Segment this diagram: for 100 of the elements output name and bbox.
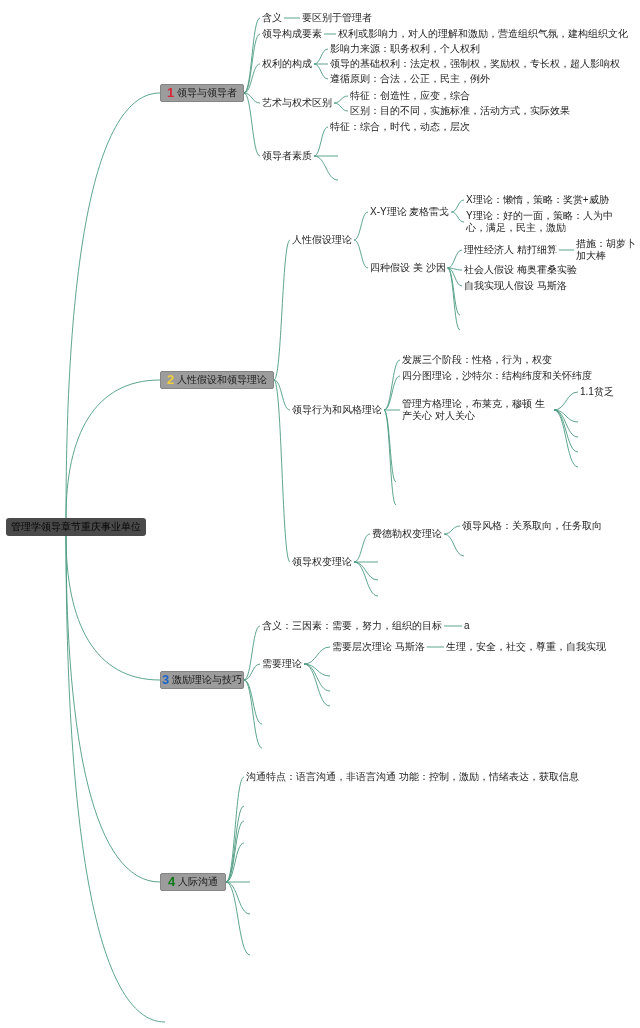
subtopic-label: 权利的构成: [260, 58, 314, 70]
subtopic-label: 理性经济人 精打细算: [462, 244, 559, 256]
branch-line: [353, 533, 371, 563]
detail-text: X理论：懒惰，策略：奖赏+威胁: [464, 194, 611, 206]
branch-line: [426, 646, 445, 648]
topic-number: 1: [166, 86, 175, 100]
branch-line: [353, 239, 369, 269]
branch-line: [225, 776, 245, 883]
detail-text: a: [462, 620, 472, 632]
empty-branch-line: [383, 409, 397, 506]
branch-line: [447, 267, 463, 271]
detail-text: 1.1贫乏: [578, 386, 616, 398]
branch-line: [243, 92, 261, 104]
detail-text: 权利或影响力，对人的理解和激励，营造组织气氛，建构组织文化: [336, 28, 630, 40]
branch-line: [323, 33, 337, 35]
branch-line: [383, 409, 401, 411]
detail-text: 自我实现人假设 马斯洛: [462, 280, 569, 292]
empty-branch-line: [65, 535, 166, 1023]
detail-text: 领导的基础权利：法定权，强制权，奖励权，专长权，超人影响权: [328, 58, 622, 70]
subtopic-label: 领导者素质: [260, 150, 314, 162]
branch-line: [333, 102, 349, 112]
empty-branch-line: [313, 155, 339, 157]
branch-line: [553, 391, 579, 411]
subtopic-label: X-Y理论 麦格雷戈: [368, 206, 452, 218]
empty-branch-line: [243, 679, 263, 749]
branch-line: [558, 249, 575, 251]
empty-branch-line: [553, 409, 579, 468]
branch-line: [243, 625, 261, 681]
branch-line: [333, 95, 349, 104]
empty-branch-line: [443, 533, 465, 557]
branch-line: [283, 17, 301, 19]
detail-text: 四分图理论，沙特尔：结构纬度和关怀纬度: [400, 370, 594, 382]
branch-line: [383, 375, 401, 411]
branch-line: [273, 239, 291, 381]
detail-text: Y理论：好的一面，策略：人为中心，满足，民主，激励: [464, 210, 634, 234]
branch-line: [273, 379, 291, 563]
subtopic-label: 领导权变理论: [290, 556, 354, 568]
topic-title: 激励理论与技巧: [172, 674, 243, 686]
empty-branch-line: [225, 881, 251, 915]
detail-text: 特征：综合，时代，动态，层次: [328, 121, 472, 133]
detail-text: 措施：胡萝卜加大棒: [574, 238, 638, 262]
branch-line: [443, 525, 461, 535]
empty-branch-line: [313, 155, 339, 181]
empty-branch-line: [353, 561, 379, 597]
branch-line: [447, 267, 463, 287]
detail-text: 区别：目的不同，实施标准，活动方式，实际效果: [348, 105, 572, 117]
detail-text: 领导风格：关系取向，任务取向: [460, 520, 604, 532]
subtopic-label: 四种假设 美 沙因: [368, 262, 448, 274]
subtopic-label: 领导构成要素: [260, 28, 324, 40]
empty-branch-line: [225, 820, 245, 883]
topic-title: 人际沟通: [178, 876, 219, 888]
detail-text: 要区别于管理者: [300, 12, 374, 24]
topic-title: 人性假设和领导理论: [177, 374, 268, 386]
branch-line: [443, 625, 463, 627]
branch-line: [383, 359, 401, 411]
branch-line: [65, 379, 161, 519]
branch-line: [243, 92, 261, 157]
main-topic-box: [160, 873, 226, 891]
detail-text: 影响力来源：职务权利，个人权利: [328, 43, 482, 55]
detail-text: 沟通特点：语言沟通，非语言沟通 功能：控制，激励，情绪表达，获取信息: [244, 771, 581, 783]
subtopic-label: 含义: [260, 12, 284, 24]
empty-branch-line: [303, 663, 331, 707]
detail-text: 社会人假设 梅奥霍桑实验: [462, 264, 579, 276]
empty-branch-line: [225, 881, 251, 956]
subtopic-label: 需要理论: [260, 658, 304, 670]
branch-line: [313, 63, 329, 80]
branch-line: [243, 663, 261, 681]
main-topic-box: [160, 671, 244, 689]
branch-line: [313, 126, 329, 157]
topic-number: 4: [167, 875, 176, 889]
subtopic-label: 领导行为和风格理论: [290, 404, 384, 416]
subtopic-label: 管理方格理论，布莱克，穆顿 生产关心 对人关心: [400, 398, 554, 422]
branch-line: [313, 48, 329, 65]
topic-number: 3: [161, 673, 170, 687]
branch-line: [451, 211, 465, 223]
subtopic-label: 费德勒权变理论: [370, 528, 444, 540]
topic-number: 2: [166, 373, 175, 387]
empty-branch-line: [353, 561, 379, 563]
subtopic-label: 需要层次理论 马斯洛: [330, 641, 427, 653]
main-topic-box: [160, 84, 244, 102]
subtopic-label: 人性假设理论: [290, 234, 354, 246]
detail-text: 遵循原则：合法，公正，民主，例外: [328, 73, 492, 85]
empty-branch-line: [447, 267, 461, 331]
branch-line: [313, 63, 329, 65]
branch-line: [243, 63, 261, 94]
empty-branch-line: [243, 679, 263, 725]
branch-line: [447, 249, 463, 269]
detail-text: 生理，安全，社交，尊重，自我实现: [444, 641, 608, 653]
main-topic-box: [160, 371, 274, 389]
branch-line: [243, 17, 261, 94]
topic-title: 领导与领导者: [177, 87, 238, 99]
detail-text: 发展三个阶段：性格，行为，权变: [400, 354, 554, 366]
branch-line: [243, 33, 261, 94]
subtopic-label: 艺术与权术区别: [260, 97, 334, 109]
subtopic-label: 含义：三因素：需要，努力，组织的目标: [260, 620, 444, 632]
branch-line: [273, 379, 291, 411]
empty-branch-line: [225, 881, 251, 883]
branch-line: [451, 199, 465, 213]
branch-line: [303, 646, 331, 665]
branch-line: [353, 211, 369, 241]
